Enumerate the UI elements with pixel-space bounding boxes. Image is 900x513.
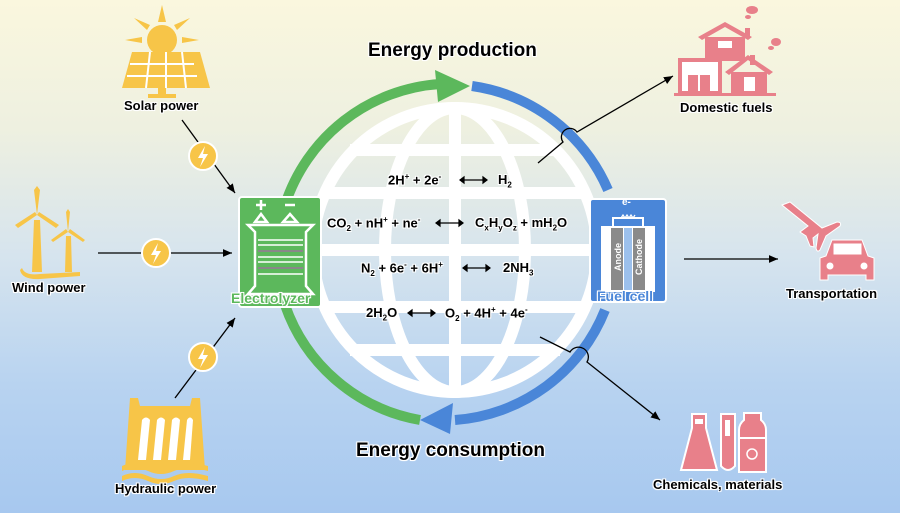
fuel-cell-label: Fuel cell — [597, 288, 654, 304]
fuel-cell-icon — [589, 198, 667, 303]
anode-label: Anode — [613, 243, 623, 271]
solar-panel-icon — [122, 5, 210, 98]
transportation-label: Transportation — [786, 286, 878, 301]
production-arc-green — [280, 79, 441, 207]
reaction-hydrogen-left: 2H+ + 2e- — [388, 172, 442, 188]
domestic-fuels-label: Domestic fuels — [680, 100, 773, 115]
domestic-arrow — [537, 75, 674, 164]
production-arrowhead — [435, 70, 470, 102]
solar-power-label: Solar power — [124, 98, 199, 113]
cathode-label: Cathode — [634, 239, 644, 275]
electrolyzer-label: Electrolyzer — [231, 290, 311, 306]
consumption-arc-green — [280, 303, 421, 425]
reaction-arrows — [407, 175, 491, 318]
house-icon — [674, 6, 781, 96]
lightning-icon — [188, 342, 218, 372]
electron-label: e- — [622, 197, 631, 208]
chemicals-arrow — [539, 336, 661, 421]
lightning-icon — [141, 238, 171, 268]
reaction-hydrogen-right: H2 — [498, 172, 512, 190]
globe-icon — [307, 102, 603, 398]
reaction-water-right: O2 + 4H+ + 4e- — [445, 305, 528, 323]
reaction-co2-right: CxHyOz + mH2O — [475, 215, 568, 233]
reaction-co2-left: CO2 + nH+ + ne- — [327, 215, 421, 233]
chemicals-materials-label: Chemicals, materials — [653, 477, 783, 492]
reaction-nitrogen-right: 2NH3 — [503, 260, 534, 278]
wind-turbine-icon — [15, 186, 85, 280]
electrolyzer-icon — [238, 196, 322, 308]
lightning-icon — [188, 141, 218, 171]
reaction-nitrogen-left: N2 + 6e- + 6H+ — [361, 260, 443, 278]
production-arc-blue — [471, 81, 613, 192]
wind-power-label: Wind power — [12, 280, 86, 295]
reaction-water-left: 2H2O — [366, 305, 398, 323]
energy-production-title: Energy production — [368, 40, 537, 61]
airplane-car-icon — [781, 201, 875, 281]
chemicals-icon — [679, 412, 767, 473]
hydraulic-power-label: Hydraulic power — [115, 481, 217, 496]
consumption-arc-blue — [454, 308, 610, 425]
consumption-arrowhead — [420, 403, 453, 434]
hydro-dam-icon — [122, 398, 208, 484]
energy-consumption-title: Energy consumption — [356, 440, 545, 461]
